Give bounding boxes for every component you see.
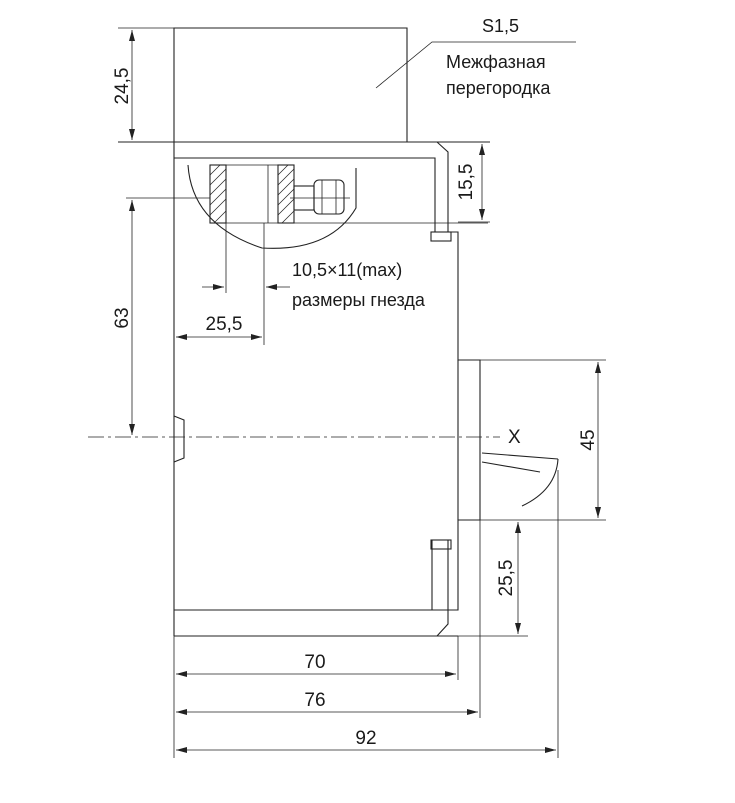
partition-label-line1: Межфазная [446,52,546,72]
device-body [173,141,559,637]
terminal-section [126,164,488,345]
dim-front-height: 45 [578,429,599,450]
dim-depth-70: 70 [304,652,325,673]
terminal-screw [290,179,350,215]
partition-leader [375,41,576,89]
cutaway-arc [187,164,357,249]
dim-axis-offset: 63 [112,307,133,328]
section-label: S1,5 [482,16,519,36]
din-rail-notch [173,415,185,463]
axis-label: X [508,427,521,448]
dim-depth-92: 92 [355,728,376,749]
dim-bottom-terminal: 25,5 [496,560,517,597]
handle [481,452,559,507]
socket-caption: размеры гнезда [292,290,426,310]
bottom-terminal-bracket [436,540,449,637]
dim-partition-height: 24,5 [112,68,133,105]
socket-size-label: 10,5×11(max) [292,260,402,280]
top-terminal-bracket [174,141,449,232]
dim-depth-76: 76 [304,690,325,711]
dim-socket-offset: 25,5 [206,314,243,335]
dim-terminal-height: 15,5 [456,164,477,201]
partition-label-line2: перегородка [446,78,551,98]
